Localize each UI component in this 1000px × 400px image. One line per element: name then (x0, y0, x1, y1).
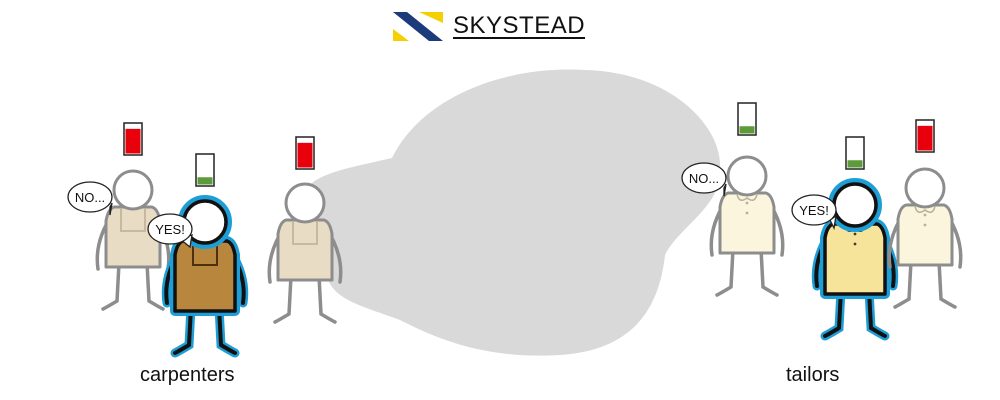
speech-bubble: NO... (681, 162, 727, 197)
apron-straps (120, 209, 146, 232)
person-tailor-3 (887, 119, 963, 309)
group-label-carpenters: carpenters (140, 364, 235, 386)
speech-bubble: YES! (147, 213, 193, 249)
speech-bubble: NO... (67, 181, 113, 216)
person-carpenter-3 (267, 136, 343, 324)
page-title: SKYSTEAD (453, 12, 586, 39)
legs (273, 274, 337, 324)
body (823, 222, 887, 296)
body (173, 239, 237, 313)
battery-icon (737, 102, 757, 136)
skystead-logo-icon (393, 12, 443, 41)
legs (893, 259, 957, 309)
apron-straps (292, 222, 318, 245)
speech-bubble: YES! (791, 194, 837, 231)
body (896, 203, 954, 267)
person-carpenter-1: NO... (67, 122, 171, 311)
battery-icon (915, 119, 935, 153)
group-label-tailors: tailors (786, 364, 840, 386)
legs (715, 247, 779, 297)
head (284, 182, 326, 224)
person-tailor-2: YES! (791, 136, 899, 341)
speech-text: YES! (799, 203, 829, 218)
battery-icon (845, 136, 865, 170)
battery-icon (195, 153, 215, 187)
head (832, 182, 878, 228)
person-tailor-1: NO... (681, 102, 785, 297)
legs (101, 261, 165, 311)
speech-text: NO... (689, 171, 719, 186)
head (904, 167, 946, 209)
speech-text: YES! (155, 222, 185, 237)
head (112, 169, 154, 211)
head (726, 155, 768, 197)
person-carpenter-2: YES! (147, 153, 249, 358)
battery-icon (123, 122, 143, 156)
network-cloud (304, 69, 721, 356)
body (276, 218, 334, 282)
speech-text: NO... (75, 190, 105, 205)
battery-icon (295, 136, 315, 170)
header: SKYSTEAD (393, 8, 585, 44)
legs (170, 302, 240, 358)
legs (820, 285, 890, 341)
apron-straps (192, 243, 218, 266)
